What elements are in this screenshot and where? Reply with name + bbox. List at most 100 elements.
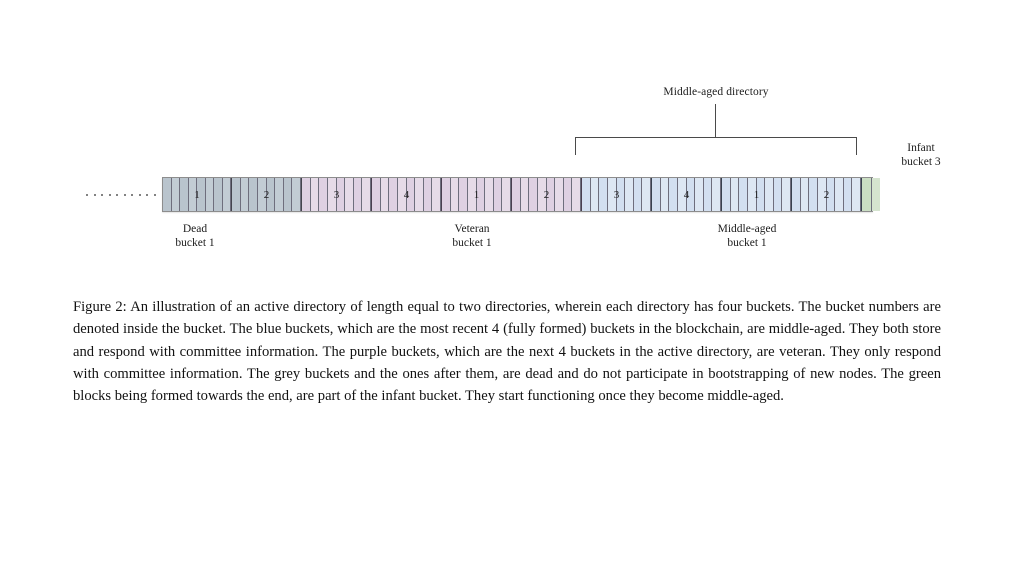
- leader-dot: [153, 194, 156, 196]
- block: [423, 178, 433, 211]
- block: [292, 178, 301, 211]
- block: [756, 178, 766, 211]
- block: [563, 178, 573, 211]
- bucket-middle-1-8: 1: [722, 178, 792, 211]
- leader-dot: [146, 194, 149, 196]
- block: [327, 178, 337, 211]
- block: [686, 178, 696, 211]
- infant-bucket-label: Infant bucket 3: [861, 141, 981, 169]
- block: [512, 178, 521, 211]
- block: [353, 178, 363, 211]
- block: [555, 178, 564, 211]
- block: [180, 178, 189, 211]
- block: [739, 178, 748, 211]
- block: [372, 178, 381, 211]
- block: [817, 178, 827, 211]
- bracket-arm-right: [856, 137, 857, 155]
- veteran-bucket-label-line2: bucket 1: [452, 237, 492, 249]
- block: [599, 178, 608, 211]
- middle-aged-bucket-label: Middle-aged bucket 1: [672, 222, 822, 250]
- block: [406, 178, 416, 211]
- block: [266, 178, 276, 211]
- block: [302, 178, 311, 211]
- block: [660, 178, 670, 211]
- block: [450, 178, 460, 211]
- block: [222, 178, 231, 211]
- block: [625, 178, 634, 211]
- block: [722, 178, 731, 211]
- dead-bucket-label: Dead bucket 1: [120, 222, 270, 250]
- block: [163, 178, 172, 211]
- block: [362, 178, 371, 211]
- dead-bucket-label-line1: Dead: [182, 223, 208, 235]
- block: [502, 178, 511, 211]
- block: [712, 178, 721, 211]
- bucket-veteran-4-3: 4: [372, 178, 442, 211]
- block: [459, 178, 468, 211]
- block: [240, 178, 250, 211]
- block: [616, 178, 626, 211]
- block: [171, 178, 180, 211]
- block: [197, 178, 206, 211]
- leader-dot: [123, 194, 126, 196]
- leader-dot: [93, 194, 96, 196]
- leader-dot: [138, 194, 141, 196]
- chain-continuation-dots: [86, 188, 156, 202]
- infant-bucket-label-line1: Infant: [907, 142, 935, 154]
- block: [397, 178, 407, 211]
- block: [835, 178, 844, 211]
- block: [283, 178, 293, 211]
- block: [205, 178, 214, 211]
- bucket-veteran-3-2: 3: [302, 178, 372, 211]
- veteran-bucket-label: Veteran bucket 1: [397, 222, 547, 250]
- block: [730, 178, 740, 211]
- block: [607, 178, 617, 211]
- bucket-middle-2-9: 2: [792, 178, 862, 211]
- veteran-bucket-label-line1: Veteran: [454, 223, 490, 235]
- leader-dot: [86, 194, 88, 196]
- bucket-veteran-2-5: 2: [512, 178, 582, 211]
- block: [188, 178, 197, 211]
- block: [747, 178, 757, 211]
- block: [633, 178, 643, 211]
- block: [345, 178, 354, 211]
- bucket-infant-10: [862, 178, 880, 211]
- block: [232, 178, 241, 211]
- block: [485, 178, 494, 211]
- leader-dot: [131, 194, 134, 196]
- block: [529, 178, 538, 211]
- block: [319, 178, 328, 211]
- bucket-middle-4-7: 4: [652, 178, 722, 211]
- block: [582, 178, 591, 211]
- block: [792, 178, 801, 211]
- block: [476, 178, 486, 211]
- block: [871, 178, 880, 211]
- block: [782, 178, 791, 211]
- middle-aged-directory-label: Middle-aged directory: [663, 86, 769, 98]
- block: [432, 178, 441, 211]
- bucket-dead-2-1: 2: [232, 178, 302, 211]
- block: [669, 178, 678, 211]
- block: [214, 178, 223, 211]
- bucket-veteran-1-4: 1: [442, 178, 512, 211]
- block: [843, 178, 853, 211]
- middle-aged-bucket-label-line1: Middle-aged: [717, 223, 777, 235]
- block: [389, 178, 398, 211]
- bracket-arm-left: [575, 137, 576, 155]
- bucket-middle-3-6: 3: [582, 178, 652, 211]
- block: [852, 178, 861, 211]
- block: [862, 178, 872, 211]
- block: [493, 178, 503, 211]
- block: [800, 178, 810, 211]
- block: [442, 178, 451, 211]
- block: [546, 178, 556, 211]
- bracket-horizontal-rule: [575, 137, 856, 138]
- block: [652, 178, 661, 211]
- figure-caption: Figure 2: An illustration of an active d…: [73, 299, 941, 405]
- leader-dot: [116, 194, 119, 196]
- block: [520, 178, 530, 211]
- block: [773, 178, 783, 211]
- block: [249, 178, 258, 211]
- block: [275, 178, 284, 211]
